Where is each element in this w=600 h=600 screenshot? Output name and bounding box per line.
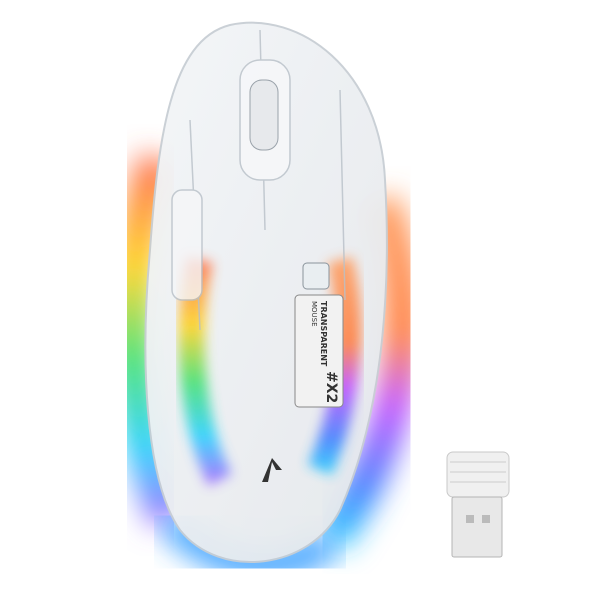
svg-text:MOUSE: MOUSE <box>310 301 318 327</box>
usb-receiver <box>446 451 510 558</box>
brand-logo <box>262 458 282 482</box>
svg-text:TRANSPARENT: TRANSPARENT <box>319 301 328 367</box>
svg-text:#X2: #X2 <box>323 371 339 403</box>
scroll-wheel[interactable] <box>249 79 279 151</box>
product-label: TRANSPARENT MOUSE #X2 <box>294 294 344 408</box>
